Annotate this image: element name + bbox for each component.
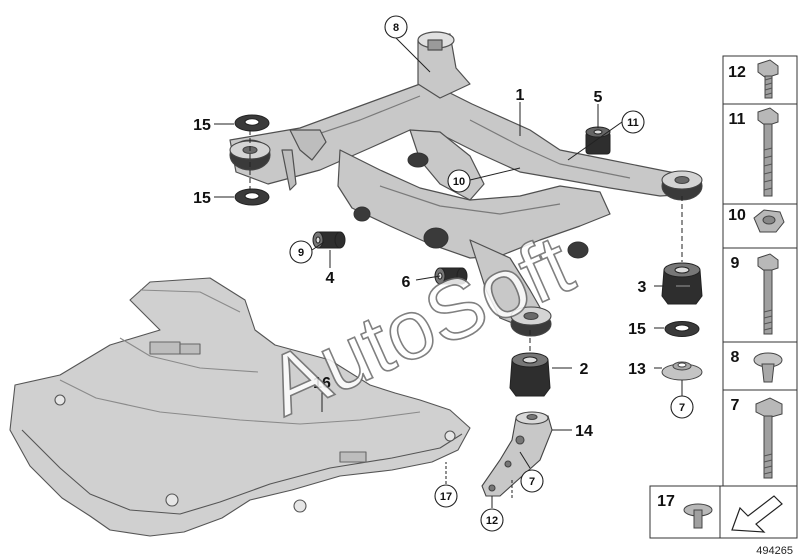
support-bracket [481, 411, 553, 497]
svg-text:8: 8 [393, 22, 399, 34]
rubber-mount-2 [509, 352, 551, 397]
callout-1: 1 [516, 87, 525, 104]
side-label-9: 9 [731, 255, 740, 272]
callout-16: 16 [313, 375, 331, 392]
subframe-right-bushing [661, 170, 703, 201]
washer-bottom-left [234, 188, 270, 206]
svg-text:11: 11 [627, 117, 639, 129]
bolt-12-icon [757, 59, 779, 99]
figure-number: 494265 [756, 545, 793, 557]
svg-text:3: 3 [638, 279, 647, 296]
svg-text:17: 17 [440, 491, 452, 503]
svg-text:13: 13 [628, 361, 646, 378]
svg-text:12: 12 [486, 515, 498, 527]
callout-17: 17 [434, 484, 458, 508]
svg-text:5: 5 [594, 89, 603, 106]
arrow-icon [731, 495, 783, 533]
callout-4: 4 [326, 270, 335, 287]
svg-text:15: 15 [628, 321, 646, 338]
side-label-17: 17 [657, 493, 675, 510]
svg-text:7: 7 [679, 402, 685, 414]
svg-text:9: 9 [731, 255, 740, 272]
bolt-11-icon [757, 107, 779, 197]
callout-10: 10 [447, 169, 471, 193]
svg-text:16: 16 [313, 375, 331, 392]
callout-12: 12 [480, 508, 504, 532]
callout-7-bottom: 7 [520, 469, 544, 493]
svg-text:1: 1 [516, 87, 525, 104]
callout-6: 6 [402, 274, 411, 291]
bolt-9-icon [757, 253, 779, 335]
svg-text:10: 10 [728, 207, 746, 224]
leader-lines [214, 37, 683, 508]
svg-text:4: 4 [326, 270, 335, 287]
plate-washer [661, 361, 703, 381]
rubber-mount-3 [661, 262, 703, 305]
bolt-7-icon [755, 397, 783, 479]
callout-9: 9 [289, 240, 313, 264]
svg-text:7: 7 [529, 476, 535, 488]
bushing-top-right [585, 126, 611, 155]
clip-8-icon [753, 352, 783, 383]
screw-17-icon [683, 503, 713, 529]
underbody-panel [9, 277, 471, 537]
callout-7-right: 7 [670, 395, 694, 419]
svg-text:12: 12 [728, 64, 746, 81]
svg-text:11: 11 [729, 111, 746, 128]
callout-8: 8 [384, 15, 408, 39]
callout-15-bottom: 15 [193, 190, 211, 207]
svg-text:2: 2 [580, 361, 589, 378]
subframe-inner-bushings [353, 152, 589, 259]
svg-text:6: 6 [402, 274, 411, 291]
subframe-rear-mount [510, 306, 552, 337]
washer-top-left [234, 114, 270, 132]
washer-right [664, 321, 700, 337]
side-label-10: 10 [728, 207, 746, 224]
callout-14: 14 [575, 423, 593, 440]
svg-text:17: 17 [657, 493, 675, 510]
side-label-12: 12 [728, 64, 746, 81]
callout-15-right: 15 [628, 321, 646, 338]
nut-10-icon [753, 209, 785, 233]
side-label-11: 11 [729, 111, 746, 128]
callout-3: 3 [638, 279, 647, 296]
svg-text:10: 10 [453, 176, 465, 188]
svg-text:9: 9 [298, 247, 304, 259]
side-label-7: 7 [731, 397, 740, 414]
side-label-8: 8 [731, 349, 740, 366]
svg-text:15: 15 [193, 117, 211, 134]
callout-5: 5 [594, 89, 603, 106]
svg-text:7: 7 [731, 397, 740, 414]
callout-13: 13 [628, 361, 646, 378]
callout-15-top: 15 [193, 117, 211, 134]
svg-text:494265: 494265 [756, 545, 793, 557]
svg-text:14: 14 [575, 423, 593, 440]
svg-text:15: 15 [193, 190, 211, 207]
callout-2: 2 [580, 361, 589, 378]
svg-text:8: 8 [731, 349, 740, 366]
bushing-left [312, 231, 346, 249]
callout-11: 11 [621, 110, 645, 134]
